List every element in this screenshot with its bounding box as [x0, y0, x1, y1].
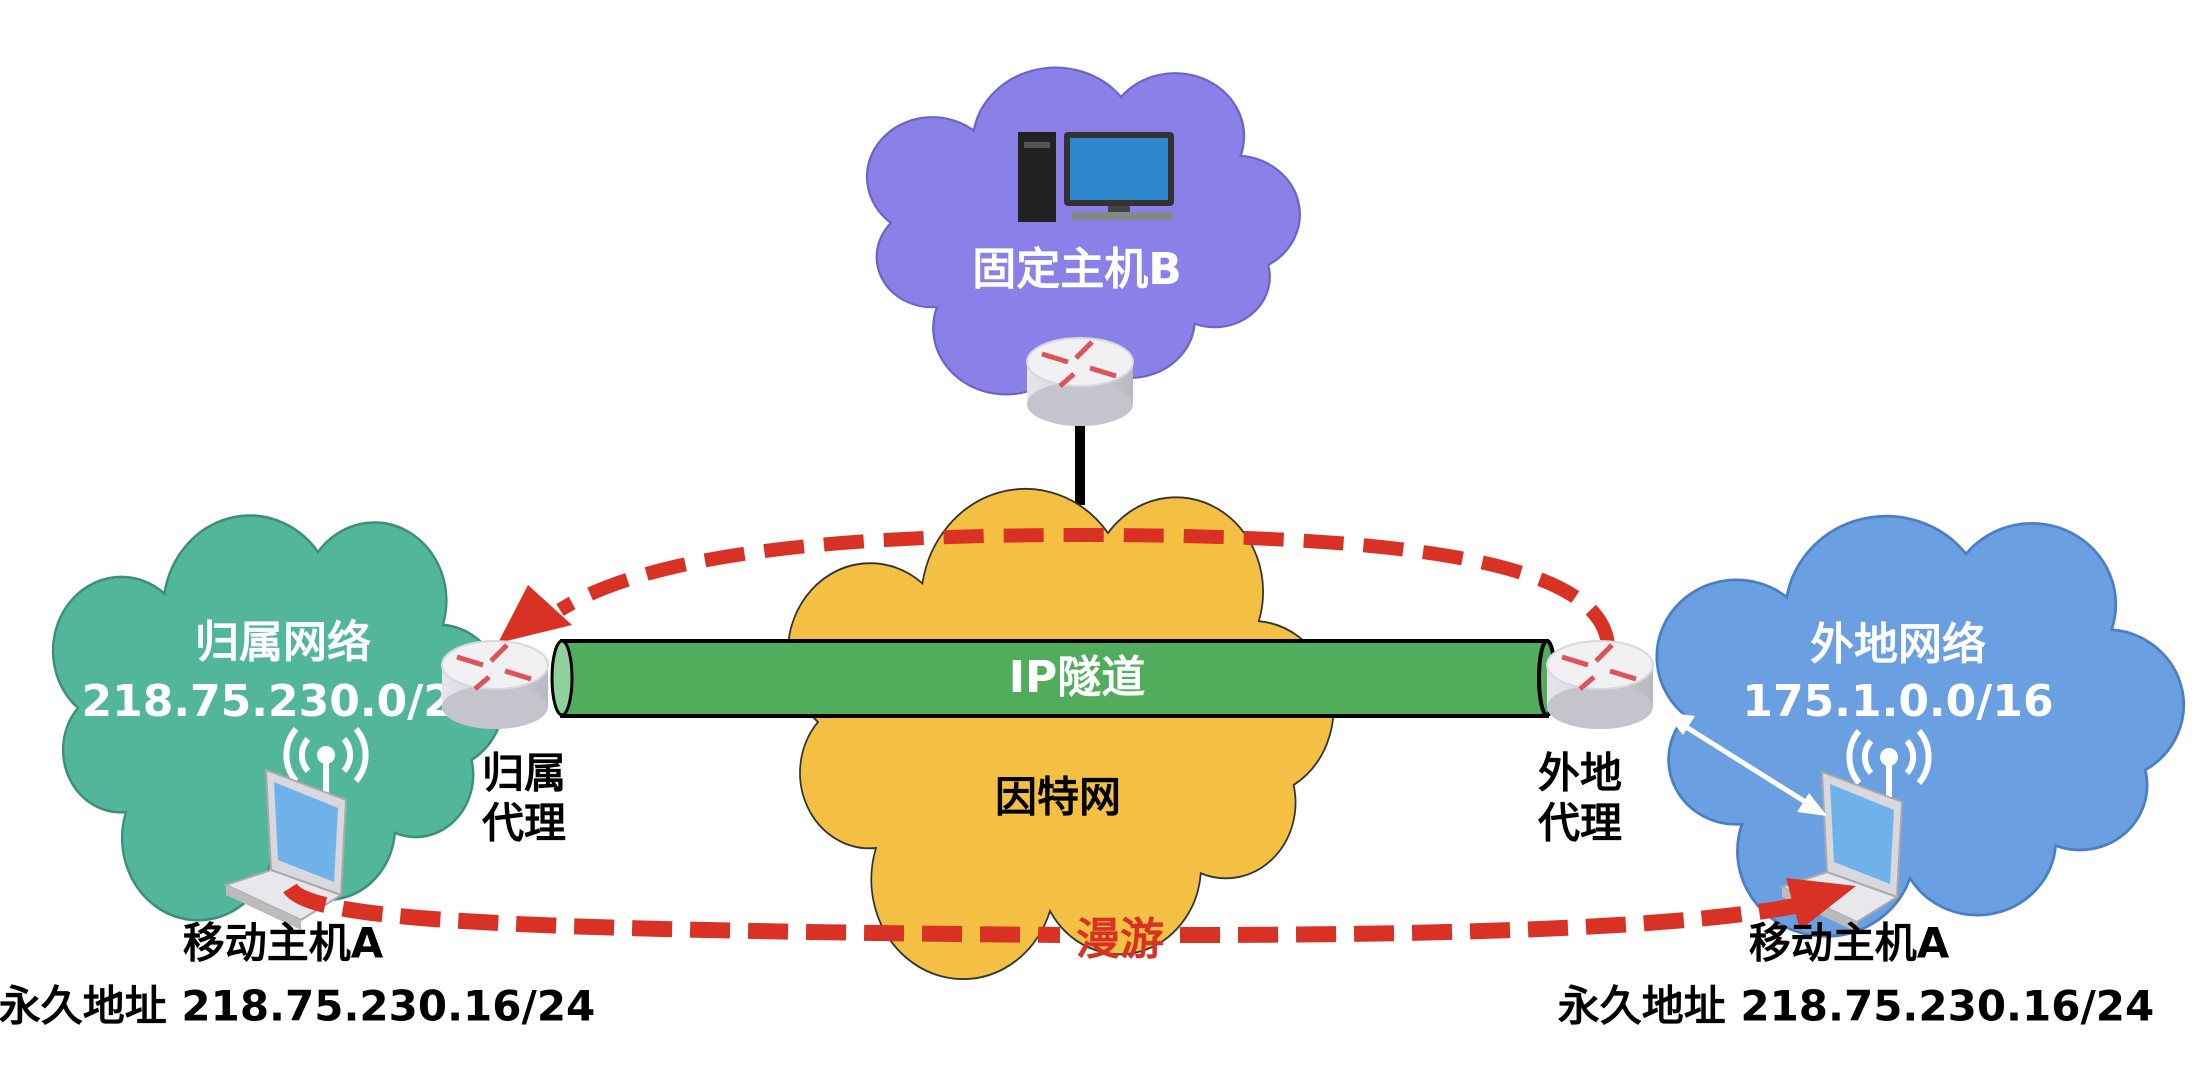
- foreign-agent-label-1: 外地: [1538, 749, 1622, 798]
- mobile-host-foreign-name: 移动主机A: [1749, 919, 1950, 968]
- home-agent-label-1: 归属: [482, 749, 566, 798]
- home-network-name: 归属网络: [195, 617, 371, 668]
- mobile-host-home-name: 移动主机A: [183, 919, 384, 968]
- roaming-arrow: [283, 878, 1856, 943]
- home-network-subnet: 218.75.230.0/24: [82, 676, 485, 727]
- roaming-label: 漫游: [1076, 914, 1164, 965]
- tunnel-return-arrow: [498, 527, 1615, 647]
- mobile-host-foreign-address: 永久地址 218.75.230.16/24: [1558, 982, 2155, 1031]
- ip-tunnel: [550, 639, 1557, 718]
- home-agent-label-2: 代理: [481, 799, 566, 848]
- foreign-network-subnet: 175.1.0.0/16: [1742, 676, 2053, 727]
- desktop-computer-icon: [1018, 132, 1174, 222]
- internet-router-icon: [1027, 338, 1133, 426]
- internet-label: 因特网: [995, 773, 1121, 822]
- foreign-agent-router-icon: [1547, 641, 1653, 729]
- mobile-host-home-address: 永久地址 218.75.230.16/24: [0, 982, 595, 1031]
- home-agent-router-icon: [442, 641, 548, 729]
- foreign-network-name: 外地网络: [1810, 619, 1986, 670]
- fixed-host-label: 固定主机B: [972, 244, 1182, 295]
- foreign-agent-label-2: 代理: [1537, 799, 1622, 848]
- wireless-link-arrow: [1665, 712, 1827, 816]
- tunnel-label: IP隧道: [1009, 652, 1146, 703]
- internet-cloud: [788, 489, 1334, 979]
